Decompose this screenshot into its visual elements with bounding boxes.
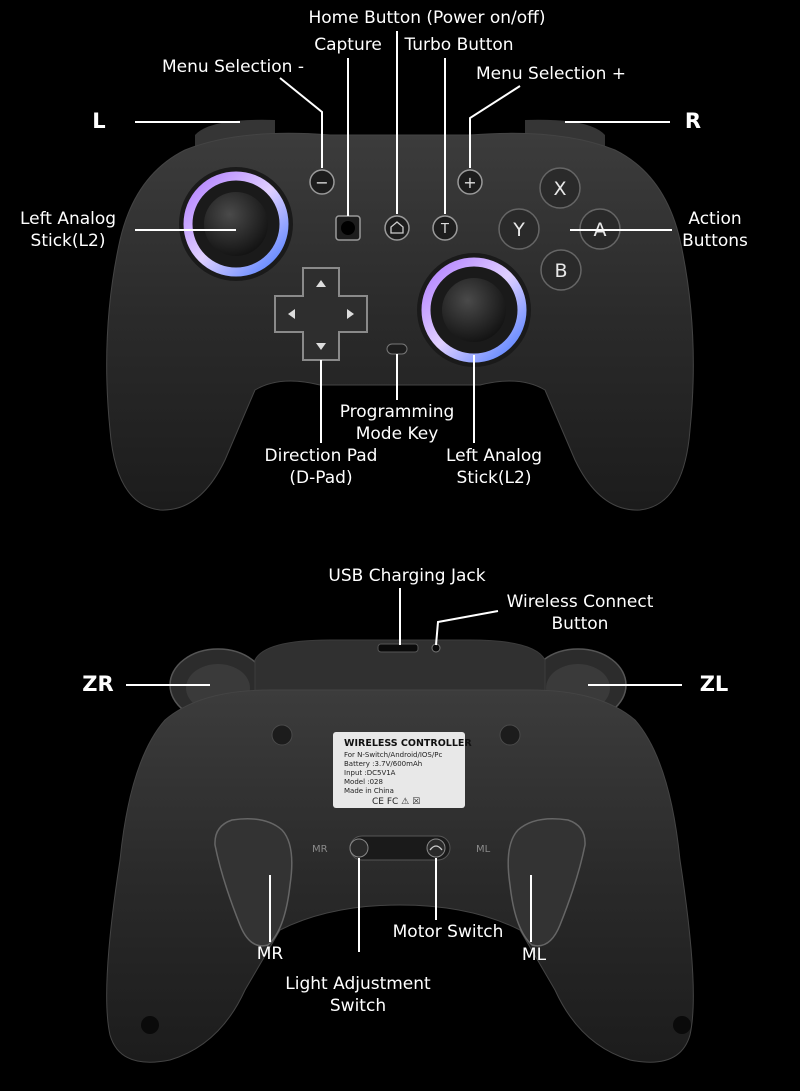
b-button <box>540 249 582 291</box>
label-l: L <box>92 109 106 133</box>
light-adjustment-switch <box>349 838 369 858</box>
label-motor-switch: Motor Switch <box>392 922 504 942</box>
label-zr: ZR <box>82 672 114 696</box>
x-button <box>539 167 581 209</box>
dpad-down-arrow-icon <box>316 343 326 350</box>
front-controller: − + T X Y A B <box>106 119 694 511</box>
back-callout-lines <box>126 588 682 952</box>
label-home-button: Home Button (Power on/off) <box>308 8 546 28</box>
label-action-buttons-line2: Buttons <box>682 231 748 251</box>
info-sticker: WIRELESS CONTROLLER For N-Switch/Android… <box>333 732 472 808</box>
sticker-title: WIRELESS CONTROLLER <box>344 738 472 749</box>
label-capture: Capture <box>314 35 382 55</box>
label-right-stick-line2: Stick(L2) <box>456 468 532 488</box>
sticker-line1: For N-Switch/Android/IOS/Pc <box>344 751 442 759</box>
lanyard-hole-right <box>673 1016 691 1034</box>
label-dpad-line2: (D-Pad) <box>289 468 353 488</box>
sticker-line4: Model :028 <box>344 778 383 786</box>
d-pad <box>274 267 368 361</box>
label-turbo: Turbo Button <box>404 35 514 55</box>
label-programming-line2: Mode Key <box>355 424 439 444</box>
label-left-analog-stick: Left Analog Stick(L2) <box>8 208 128 252</box>
b-glyph: B <box>554 260 567 282</box>
ml-engraving: ML <box>476 844 491 855</box>
left-analog-stick <box>179 167 293 281</box>
sticker-line3: Input :DC5V1A <box>344 769 396 777</box>
y-glyph: Y <box>512 219 525 241</box>
label-light-line1: Light Adjustment <box>285 974 431 994</box>
sticker-line2: Battery :3.7V/600mAh <box>344 760 422 768</box>
line-menu-minus <box>279 77 323 168</box>
motor-switch <box>426 838 446 858</box>
label-wireless-line1: Wireless Connect <box>506 592 654 612</box>
label-ml: ML <box>521 945 547 965</box>
dpad-right-arrow-icon <box>347 309 354 319</box>
line-menu-plus <box>469 85 521 168</box>
label-wireless-line2: Button <box>551 614 609 634</box>
home-button <box>384 215 410 241</box>
motor-switch-icon <box>429 845 443 851</box>
line-wireless <box>435 610 499 646</box>
minus-glyph: − <box>315 173 328 192</box>
action-buttons: X Y A B <box>498 167 621 291</box>
plus-glyph: + <box>463 173 476 192</box>
minus-button <box>309 169 335 195</box>
sticker-line5: Made in China <box>344 787 394 795</box>
right-analog-stick <box>417 253 531 367</box>
capture-dot-icon <box>341 221 355 235</box>
ml-paddle <box>507 818 586 947</box>
label-light-adjustment-switch: Light Adjustment Switch <box>270 973 446 1017</box>
turbo-button <box>432 215 458 241</box>
x-glyph: X <box>553 178 566 200</box>
dpad-up-arrow-icon <box>316 280 326 287</box>
label-action-buttons-line1: Action <box>688 209 742 229</box>
home-icon <box>390 221 404 234</box>
label-action-buttons: Action Buttons <box>670 208 760 252</box>
back-body <box>106 689 694 1063</box>
programming-key <box>386 343 408 355</box>
front-callout-lines <box>135 31 672 443</box>
dpad-left-arrow-icon <box>288 309 295 319</box>
label-direction-pad: Direction Pad (D-Pad) <box>246 445 396 489</box>
wireless-connect-button <box>431 643 441 653</box>
label-zl: ZL <box>699 672 729 696</box>
sticker-marks: CE FC ⚠ ☒ <box>372 797 420 807</box>
label-usb-charging-jack: USB Charging Jack <box>328 566 486 586</box>
label-r: R <box>684 109 702 133</box>
usb-port <box>377 643 419 653</box>
mr-paddle <box>214 818 293 947</box>
screw-right <box>499 724 521 746</box>
label-wireless-connect-button: Wireless Connect Button <box>495 591 665 635</box>
label-programming-mode-key: Programming Mode Key <box>327 401 467 445</box>
label-right-analog-stick: Left Analog Stick(L2) <box>428 445 560 489</box>
label-programming-line1: Programming <box>339 402 455 422</box>
label-menu-minus: Menu Selection - <box>162 57 304 77</box>
label-left-analog-stick-line1: Left Analog <box>19 209 117 229</box>
label-right-stick-line1: Left Analog <box>445 446 543 466</box>
y-button <box>498 208 540 250</box>
turbo-glyph: T <box>440 222 449 237</box>
label-left-analog-stick-line2: Stick(L2) <box>30 231 106 251</box>
label-light-line2: Switch <box>329 996 387 1016</box>
label-menu-plus: Menu Selection + <box>475 64 627 84</box>
screw-left <box>271 724 293 746</box>
back-controller: MR ML WIRELESS CONTROLLER For N-Switch/A… <box>106 639 694 1063</box>
label-mr: MR <box>256 944 284 964</box>
lanyard-hole-left <box>141 1016 159 1034</box>
plus-button <box>457 169 483 195</box>
label-dpad-line1: Direction Pad <box>264 446 378 466</box>
back-top-band <box>254 639 546 701</box>
mr-engraving: MR <box>312 844 328 855</box>
